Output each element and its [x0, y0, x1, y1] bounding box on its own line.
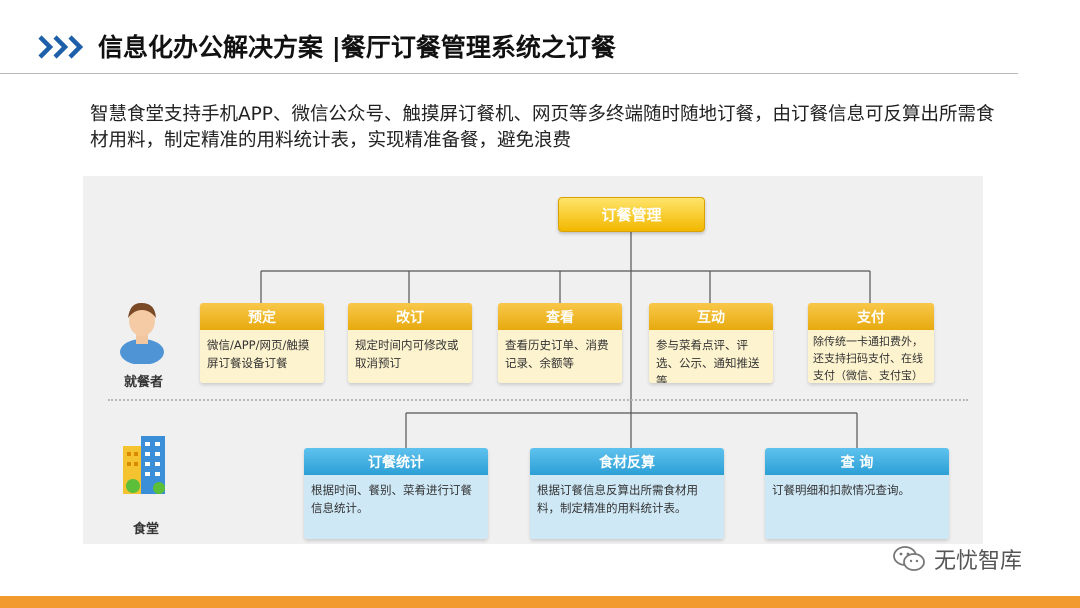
card-reserve: 预定 微信/APP/网页/触摸屏订餐设备订餐 [200, 303, 324, 383]
person-icon [120, 302, 164, 364]
page-title: 信息化办公解决方案 |餐厅订餐管理系统之订餐 [98, 33, 616, 62]
root-node: 订餐管理 [558, 197, 705, 232]
card-text: 规定时间内可修改或取消预订 [348, 330, 472, 383]
watermark: 无忧智库 [892, 543, 1022, 575]
card-title: 互动 [649, 303, 773, 330]
chevron-icon [38, 35, 84, 59]
canteen-label: 食堂 [133, 522, 160, 537]
card-text: 参与菜肴点评、评选、公示、通知推送等 [649, 330, 773, 383]
footer-bar [0, 596, 1080, 608]
section-divider [108, 399, 968, 401]
card-title: 查看 [498, 303, 622, 330]
card-interact: 互动 参与菜肴点评、评选、公示、通知推送等 [649, 303, 773, 383]
card-title: 食材反算 [530, 448, 724, 475]
card-text: 除传统一卡通扣费外，还支持扫码支付、在线支付（微信、支付宝） [808, 330, 934, 383]
card-text: 根据订餐信息反算出所需食材用料，制定精准的用料统计表。 [530, 475, 724, 539]
wechat-icon [893, 546, 925, 571]
card-modify: 改订 规定时间内可修改或取消预订 [348, 303, 472, 383]
diner-label: 就餐者 [124, 375, 164, 390]
card-title: 改订 [348, 303, 472, 330]
building-icon [123, 436, 165, 494]
card-title: 订餐统计 [304, 448, 488, 475]
card-title: 查 询 [765, 448, 949, 475]
card-title: 预定 [200, 303, 324, 330]
card-query: 查 询 订餐明细和扣款情况查询。 [765, 448, 949, 539]
title-divider [0, 73, 1018, 74]
card-order-stats: 订餐统计 根据时间、餐别、菜肴进行订餐信息统计。 [304, 448, 488, 539]
card-text: 查看历史订单、消费记录、余额等 [498, 330, 622, 383]
card-payment: 支付 除传统一卡通扣费外，还支持扫码支付、在线支付（微信、支付宝） [808, 303, 934, 383]
watermark-text: 无忧智库 [934, 549, 1023, 574]
card-text: 订餐明细和扣款情况查询。 [765, 475, 949, 539]
card-title: 支付 [808, 303, 934, 330]
card-view: 查看 查看历史订单、消费记录、余额等 [498, 303, 622, 383]
card-text: 根据时间、餐别、菜肴进行订餐信息统计。 [304, 475, 488, 539]
intro-paragraph: 智慧食堂支持手机APP、微信公众号、触摸屏订餐机、网页等多终端随时随地订餐，由订… [90, 104, 995, 151]
card-ingredient-calc: 食材反算 根据订餐信息反算出所需食材用料，制定精准的用料统计表。 [530, 448, 724, 539]
card-text: 微信/APP/网页/触摸屏订餐设备订餐 [200, 330, 324, 383]
